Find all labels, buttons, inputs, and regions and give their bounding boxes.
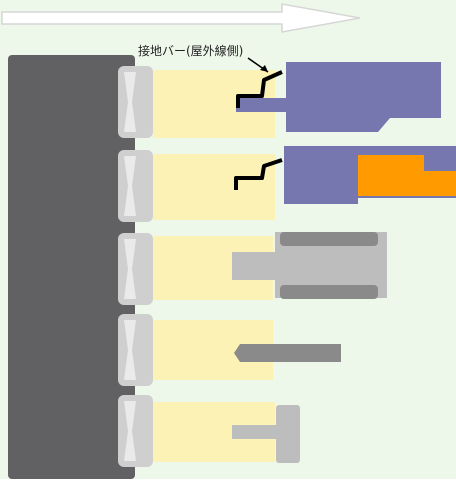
plug-rail-bottom (280, 285, 378, 299)
row-1 (118, 57, 441, 138)
orange-cable-notch (424, 155, 456, 171)
bracket-notch (124, 239, 136, 299)
ground-bar (234, 158, 283, 190)
plug-pin (234, 344, 341, 362)
bracket (118, 150, 153, 222)
connector-body (153, 154, 275, 220)
row-5 (118, 395, 300, 467)
bracket-notch (124, 72, 136, 132)
ground-bar (236, 70, 283, 108)
row-3 (118, 232, 387, 305)
plug-blue (286, 62, 441, 118)
label-pointer-head (260, 65, 268, 72)
plug-short-cap (276, 405, 300, 463)
row-4 (118, 314, 341, 386)
plug-blue-tail (286, 118, 390, 132)
bracket (118, 314, 153, 386)
bracket-notch (124, 401, 136, 461)
plug-blue-nose (236, 98, 286, 112)
plug-blue (284, 146, 358, 204)
bracket-notch (124, 156, 136, 216)
direction-arrow (1, 3, 361, 33)
plug-rail-top (280, 232, 378, 246)
bracket (118, 395, 153, 467)
ground-bar-label: 接地バー(屋外線側) (138, 44, 244, 58)
bracket (118, 233, 153, 305)
bracket (118, 66, 153, 138)
bracket-notch (124, 320, 136, 380)
row-2 (118, 146, 456, 222)
backplate (8, 55, 135, 479)
plug-short (232, 425, 282, 439)
